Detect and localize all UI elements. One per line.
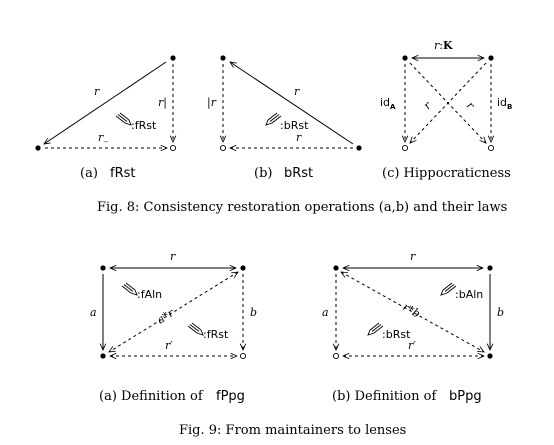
fig8b-arrow-r (230, 62, 354, 145)
fig8c-label-diag2: r (464, 99, 477, 112)
fig8a-label-r: r (94, 85, 100, 98)
fig9a-label-diag: a*r (155, 306, 177, 327)
fig9b-node-bottom-left (332, 352, 340, 360)
fig8a-label-rminus-sub: – (104, 137, 108, 146)
fig8c-subcaption: (c) Hippocraticness (382, 166, 511, 181)
fig9a-op1-arrow-icon (121, 282, 138, 296)
fig8a-label-rbar: r| (158, 96, 167, 110)
fig9b-label-right: b (497, 306, 504, 319)
fig8c-label-idA: idA (380, 96, 396, 111)
fig8c-node-bottom-right (487, 144, 495, 152)
fig8c-arrow-diag2 (410, 62, 487, 143)
fig9a-op1-label: :fAln (137, 288, 162, 301)
fig9-caption: Fig. 9: From maintainers to lenses (179, 423, 406, 438)
fig9a-label-right: b (250, 306, 257, 319)
fig8-caption: Fig. 8: Consistency restoration operatio… (97, 200, 507, 215)
fig8a-op-label: :fRst (131, 119, 157, 132)
fig8b-op-label: :bRst (280, 119, 309, 132)
fig9b-node-top-left (333, 265, 339, 271)
fig8a-diagram: r r| r – :fRst (35, 55, 175, 150)
fig8a-node-bottom-right (169, 144, 177, 152)
fig9b-op2-arrow-icon (367, 322, 384, 336)
fig9b-diagram: r a b r*b r′ :bAln :bRst (322, 250, 504, 359)
fig9a-op2-arrow-icon (187, 322, 204, 336)
fig8b-label-r: r (294, 85, 300, 98)
fig8b-subcaption-prefix: (b) (254, 166, 272, 181)
fig9a-subcaption-name: fPpg (216, 389, 245, 404)
fig8b-label-rbottom: r (296, 131, 302, 144)
fig8c-label-top: r:K (434, 39, 453, 52)
fig9a-op2-label: :fRst (203, 328, 229, 341)
fig9a-arrow-diag (109, 272, 238, 352)
fig9a-node-bottom-left (100, 353, 106, 359)
fig8c-node-top-left (402, 55, 408, 61)
fig8b-node-bottom-left (219, 144, 227, 152)
fig9b-node-bottom-right (487, 353, 493, 359)
fig9b-op1-label: :bAln (455, 288, 483, 301)
fig9b-op1-arrow-icon (440, 282, 457, 296)
fig8a-subcaption-prefix: (a) (80, 166, 98, 181)
fig9b-label-top: r (410, 250, 416, 263)
fig9b-subcaption-prefix: (b) Definition of (332, 389, 437, 404)
fig9b-label-bottom: r′ (408, 339, 416, 352)
fig9b-subcaption-name: bPpg (449, 389, 482, 404)
fig8a-node-top-right (170, 55, 176, 61)
fig8a-label-rminus: r (98, 131, 104, 144)
fig8c-node-top-right (488, 55, 494, 61)
fig8c-label-diag1: r (421, 99, 434, 112)
fig9a-node-bottom-right (239, 352, 247, 360)
fig9b-op2-label: :bRst (382, 328, 411, 341)
fig9a-label-left: a (90, 306, 97, 319)
fig8b-node-top-left (220, 55, 226, 61)
fig9b-label-diag: r*b (401, 300, 423, 320)
fig8c-label-idB: idB (497, 96, 512, 111)
fig8b-subcaption-name: bRst (284, 166, 313, 181)
fig8b-op-arrow-icon (265, 112, 282, 126)
fig9a-node-top-right (240, 265, 246, 271)
fig9a-node-top-left (100, 265, 106, 271)
fig8a-arrow-r (44, 61, 167, 144)
fig8a-node-bottom-left (35, 145, 41, 151)
fig9a-label-bottom: r′ (165, 339, 173, 352)
fig9b-label-left: a (322, 306, 329, 319)
fig8b-node-bottom-right (356, 145, 362, 151)
fig9a-label-top: r (170, 250, 176, 263)
fig8a-subcaption-name: fRst (110, 166, 135, 181)
fig9b-node-top-right (487, 265, 493, 271)
fig8b-diagram: |r r r :bRst (207, 55, 362, 150)
fig9a-subcaption-prefix: (a) Definition of (99, 389, 204, 404)
fig8c-node-bottom-left (401, 144, 409, 152)
fig9a-diagram: r a b a*r r′ :fAln :fRst (90, 250, 257, 359)
fig8a-op-arrow-icon (115, 112, 132, 126)
fig8c-diagram: r:K idA idB r r (380, 39, 512, 152)
fig8b-label-barr: |r (207, 96, 217, 110)
